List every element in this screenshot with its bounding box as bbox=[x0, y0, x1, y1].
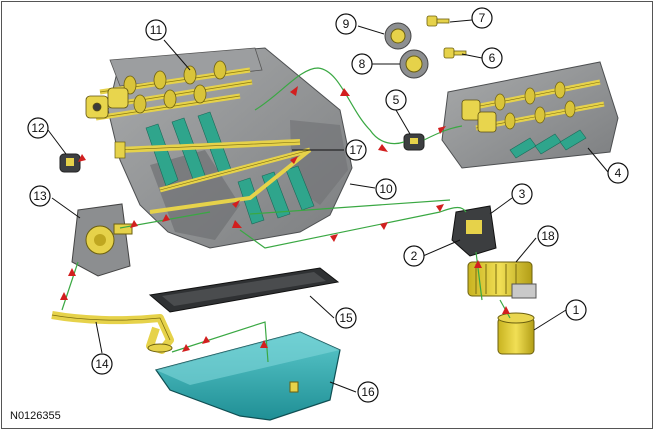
callout-13-label: 13 bbox=[33, 189, 47, 203]
callout-18-label: 18 bbox=[541, 229, 555, 243]
left-cylinder-head-oil-gallery bbox=[85, 47, 263, 121]
callout-5-label: 5 bbox=[393, 93, 400, 107]
callout-leaders bbox=[47, 19, 609, 393]
chain-tensioner-left bbox=[59, 153, 81, 173]
callout-5: 5 bbox=[385, 89, 407, 111]
callout-15: 15 bbox=[335, 307, 357, 329]
callout-4-label: 4 bbox=[615, 166, 622, 180]
callout-13: 13 bbox=[29, 185, 51, 207]
oil-filter bbox=[497, 312, 535, 355]
oil-cooler bbox=[467, 261, 537, 299]
callout-15-label: 15 bbox=[339, 311, 353, 325]
callout-11-label: 11 bbox=[150, 23, 163, 37]
oil-filter-adapter bbox=[451, 205, 497, 257]
chain-tensioner-right bbox=[403, 133, 425, 151]
main-oil-gallery bbox=[114, 139, 312, 214]
callout-7-label: 7 bbox=[479, 11, 486, 25]
callout-4: 4 bbox=[607, 162, 629, 184]
oil-flow-arrows bbox=[60, 86, 510, 352]
callout-10: 10 bbox=[375, 178, 397, 200]
callout-11: 11 bbox=[145, 19, 167, 41]
oil-pickup-tube bbox=[51, 311, 174, 354]
callout-2: 2 bbox=[403, 245, 425, 267]
figure-id: N0126355 bbox=[10, 410, 61, 422]
callout-9-label: 9 bbox=[343, 17, 350, 31]
callout-1: 1 bbox=[565, 299, 587, 321]
callout-12: 12 bbox=[27, 117, 49, 139]
callout-14: 14 bbox=[91, 353, 113, 375]
callout-10-label: 10 bbox=[379, 182, 393, 196]
callout-3-label: 3 bbox=[519, 187, 526, 201]
callout-18: 18 bbox=[537, 225, 559, 247]
callout-8-label: 8 bbox=[359, 57, 366, 71]
callout-1-label: 1 bbox=[573, 303, 580, 317]
right-cylinder-head bbox=[441, 61, 619, 169]
callout-3: 3 bbox=[511, 183, 533, 205]
callout-17: 17 bbox=[345, 139, 367, 161]
callout-8: 8 bbox=[351, 53, 373, 75]
callout-12-label: 12 bbox=[31, 121, 45, 135]
windage-tray bbox=[148, 267, 340, 313]
callout-6-label: 6 bbox=[489, 51, 496, 65]
callout-6: 6 bbox=[481, 47, 503, 69]
block-oil-passages bbox=[145, 111, 315, 225]
callout-2-label: 2 bbox=[411, 249, 418, 263]
oil-pump bbox=[71, 203, 133, 277]
phaser-bolts bbox=[426, 15, 467, 59]
callout-9: 9 bbox=[335, 13, 357, 35]
callout-14-label: 14 bbox=[95, 357, 109, 371]
callout-17-label: 17 bbox=[349, 143, 363, 157]
cam-phaser-sprockets bbox=[384, 22, 429, 79]
callout-7: 7 bbox=[471, 7, 493, 29]
callout-16-label: 16 bbox=[361, 385, 375, 399]
oil-pan bbox=[155, 331, 341, 421]
callout-16: 16 bbox=[357, 381, 379, 403]
